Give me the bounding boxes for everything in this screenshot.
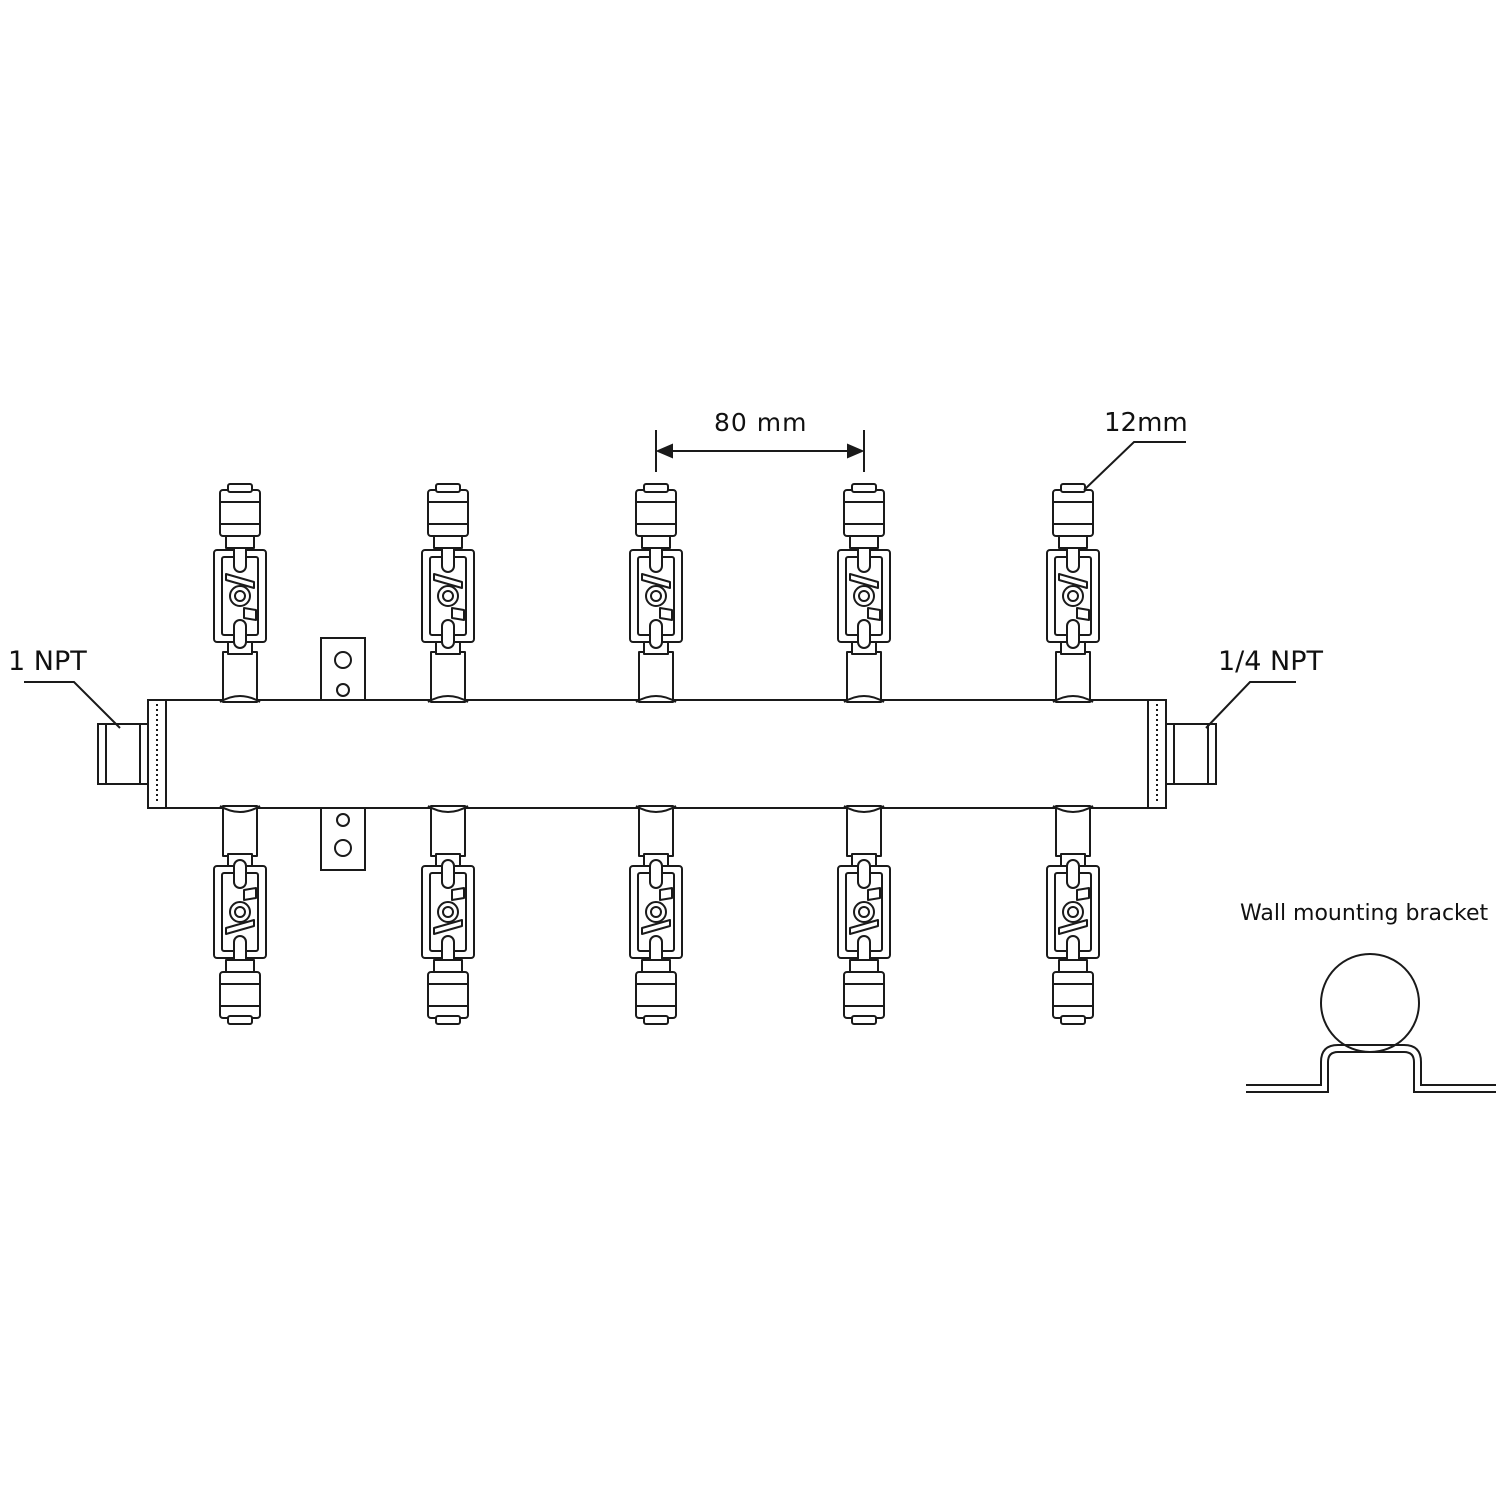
tube-size-label: 12mm <box>1104 408 1188 438</box>
bracket-caption: Wall mounting bracket <box>1240 901 1489 926</box>
bracket-strap <box>1246 1051 1496 1093</box>
valve-bottom-1 <box>213 805 267 1025</box>
valve-top-3 <box>629 483 683 703</box>
header-bracket-top <box>320 637 366 701</box>
valve-top-5 <box>1046 483 1100 703</box>
tube-size-leader <box>1083 441 1186 491</box>
inlet-leader <box>24 681 121 729</box>
header-bracket-bottom <box>320 807 366 871</box>
outlet-leader <box>1205 681 1296 729</box>
inlet-fitting <box>97 723 149 785</box>
inlet-label: 1 NPT <box>8 646 87 677</box>
valve-top-4 <box>837 483 891 703</box>
outlet-fitting <box>1165 723 1217 785</box>
spacing-dimension <box>655 430 865 472</box>
valve-bottom-5 <box>1046 805 1100 1025</box>
bracket-pipe-section <box>1320 953 1420 1053</box>
valve-top-1 <box>213 483 267 703</box>
valve-top-2 <box>421 483 475 703</box>
outlet-label: 1/4 NPT <box>1218 646 1324 677</box>
valve-bottom-3 <box>629 805 683 1025</box>
valve-bottom-2 <box>421 805 475 1025</box>
manifold-header <box>147 699 1167 809</box>
valve-bottom-4 <box>837 805 891 1025</box>
bracket-detail <box>1246 953 1496 1093</box>
spacing-label: 80 mm <box>714 408 808 437</box>
